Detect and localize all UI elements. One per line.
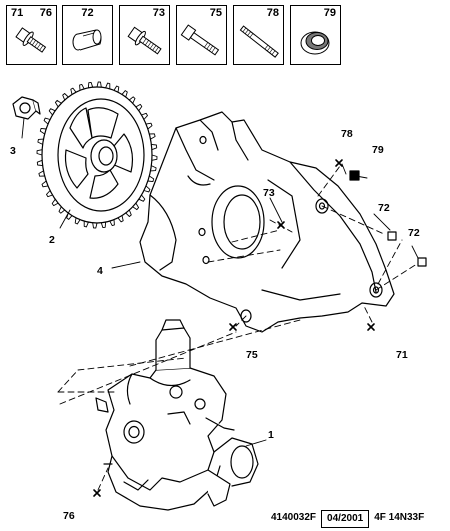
injection-pump-part[interactable]	[95, 319, 259, 511]
legend-code: 73	[152, 7, 165, 19]
callout-3: 3	[10, 145, 16, 157]
legend-code: 79	[323, 7, 336, 19]
screw-cross-markers	[93, 159, 375, 497]
leader-lines	[21, 117, 421, 447]
dowel-marker-icon	[417, 257, 427, 267]
legend-code: 71	[11, 7, 24, 19]
stud-icon	[239, 25, 279, 58]
sprocket-part[interactable]	[36, 81, 158, 229]
callout-78: 78	[341, 128, 353, 140]
dowel-sleeve-icon	[72, 29, 102, 51]
hex-bolt-icon	[180, 24, 220, 56]
callout-71: 71	[396, 349, 408, 361]
seal-marker-icon	[349, 170, 360, 181]
callout-4: 4	[97, 265, 103, 277]
legend-cell-75[interactable]: 75	[176, 5, 227, 65]
reference-footer: 4140032F 04/2001 4F 14N33F	[266, 510, 429, 528]
sprocket-nut-part[interactable]	[12, 96, 41, 120]
legend-cell-78[interactable]: 78	[233, 5, 284, 65]
engine-code: 4F 14N33F	[374, 512, 425, 523]
flange-bolt-icon	[127, 26, 162, 55]
callout-75: 75	[246, 349, 258, 361]
legend-cell-79[interactable]: 79	[290, 5, 341, 65]
callout-1: 1	[268, 429, 274, 441]
part-callouts: 3 2 4 1 78 79 72 72 73 75 71 76	[10, 128, 420, 522]
dowel-marker-icon	[387, 231, 397, 241]
callout-2: 2	[49, 234, 55, 246]
alignment-lines	[57, 165, 421, 491]
legend-code: 75	[209, 7, 222, 19]
legend-code: 72	[81, 7, 94, 19]
callout-79: 79	[372, 144, 384, 156]
legend-cell-72[interactable]: 72	[62, 5, 113, 65]
legend-code: 76	[39, 7, 52, 19]
callout-72: 72	[408, 227, 420, 239]
legend-cell-73[interactable]: 73	[119, 5, 170, 65]
callout-72: 72	[378, 202, 390, 214]
callout-73: 73	[263, 187, 275, 199]
pump-bracket-part[interactable]	[139, 111, 395, 333]
seal-ring-icon	[300, 31, 330, 55]
legend-code: 78	[266, 7, 279, 19]
figure-date: 04/2001	[321, 510, 370, 528]
callout-76: 76	[63, 510, 75, 522]
figure-reference: 4140032F	[271, 512, 317, 523]
sprocket-teeth	[36, 81, 158, 229]
legend-cell-71-76[interactable]: 71 76	[6, 5, 57, 65]
flange-bolt-icon	[15, 27, 47, 53]
